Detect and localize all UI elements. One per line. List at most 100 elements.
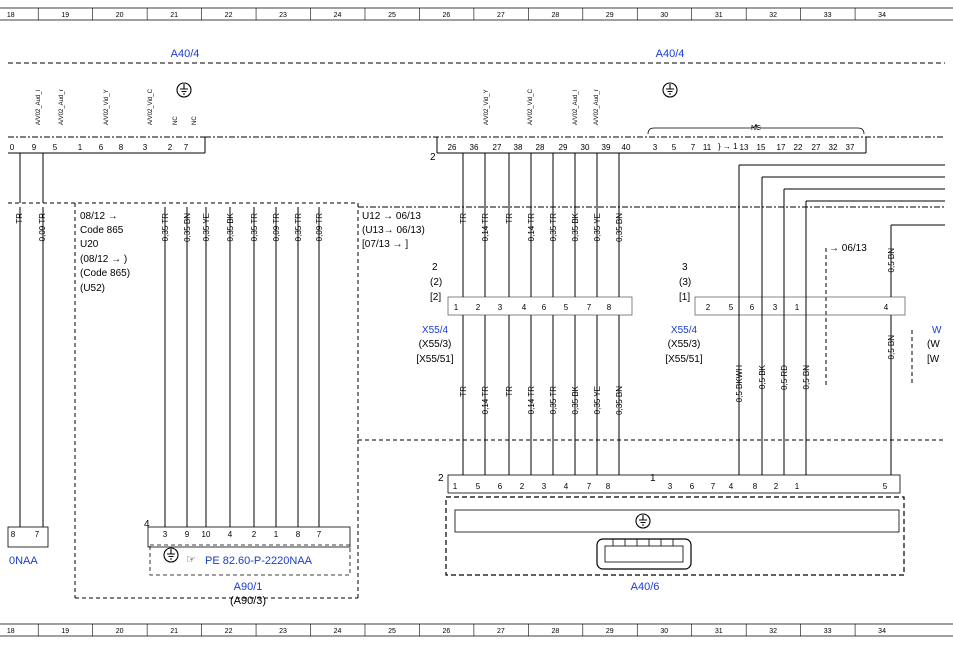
ruler-column-26: 26 [443, 12, 451, 19]
pin-number: 8 [11, 530, 16, 539]
svg-text:(W: (W [927, 339, 940, 350]
signal-label: A/V02_Aud_r [59, 89, 65, 125]
ruler-column-19: 19 [61, 628, 69, 635]
pin-number: 13 [740, 143, 749, 152]
wire-label: TR [15, 213, 24, 224]
signal-label: A/V02_Aud_l [573, 90, 579, 125]
display-ticks [612, 539, 674, 546]
signal-label: A/V02_Vid_Y [484, 89, 490, 125]
module-boundaries [8, 62, 945, 599]
ruler-column-34: 34 [878, 628, 886, 635]
pin-number: 7 [184, 143, 189, 152]
wire-label: 0,35 BN [183, 213, 192, 242]
count-top-mid: 2 [430, 152, 436, 163]
pin-number: 5 [672, 143, 677, 152]
wire-label: 0,35 BN [615, 386, 624, 415]
pin-number: 7 [691, 143, 696, 152]
pin-number: 1 [795, 482, 800, 491]
ruler-column-29: 29 [606, 628, 614, 635]
ruler-column-22: 22 [225, 628, 233, 635]
module-label-a406: A40/6 [631, 581, 660, 593]
wire-label: 0,35 BN [615, 213, 624, 242]
module-label-a90-alt: (A90/3) [230, 595, 266, 607]
module-label-left: A40/4 [171, 48, 200, 60]
wire-label: 0,35 YE [202, 213, 211, 241]
pin-number: 1 [274, 530, 279, 539]
pin-number: 6 [690, 482, 695, 491]
pin-number: 3 [143, 143, 148, 152]
wire-label: TR [505, 213, 514, 224]
ruler-column-22: 22 [225, 12, 233, 19]
ground-symbol-a406 [635, 513, 651, 529]
pin-number: 28 [536, 143, 545, 152]
count-x55r-a: 3 [682, 262, 688, 273]
wire-label: 0,35 TR [294, 213, 303, 242]
pin-number: 1 [78, 143, 83, 152]
connector-frames [7, 296, 906, 576]
pin-number: 2 [774, 482, 779, 491]
ruler-column-28: 28 [551, 628, 559, 635]
ruler-column-20: 20 [116, 628, 124, 635]
pin-number: 8 [753, 482, 758, 491]
ruler-column-33: 33 [824, 12, 832, 19]
pin-number: 4 [228, 530, 233, 539]
count-x55l-b: (2) [430, 277, 442, 288]
pin-number: 6 [542, 303, 547, 312]
pin-number: 4 [564, 482, 569, 491]
pin-number: 27 [493, 143, 502, 152]
pin-number: 7 [317, 530, 322, 539]
wire-label: 0,35 TR [250, 213, 259, 242]
pin-number: 7 [711, 482, 716, 491]
pin-number: 4 [884, 303, 889, 312]
pin-number: 3 [773, 303, 778, 312]
connector-label-x55-left: X55/4 (X55/3) [X55/51] [416, 325, 453, 365]
wire-label: 0,14 TR [481, 213, 490, 242]
svg-text:(U52): (U52) [80, 283, 105, 294]
pin-number: 26 [448, 143, 457, 152]
pin-number: 1 [453, 482, 458, 491]
svg-text:(X55/3): (X55/3) [419, 339, 452, 350]
book-icon: ☞ [186, 554, 196, 566]
signal-label: A/V02_Aud_l [36, 90, 42, 125]
ruler-column-32: 32 [769, 12, 777, 19]
wire-label: 0,09 TR [272, 213, 281, 242]
svg-text:08/12 →: 08/12 → [80, 211, 118, 222]
pin-number: 5 [53, 143, 58, 152]
pin-number: 40 [622, 143, 631, 152]
pe-reference-link[interactable]: PE 82.60-P-2220NAA [205, 555, 313, 567]
note-mid: U12 → 06/13 (U13→ 06/13) [07/13 → ] [362, 211, 425, 250]
wire-label: 0,14 TR [481, 386, 490, 415]
connector-label-w-cut: W (W [W [927, 325, 942, 365]
wire-label: 0,14 TR [527, 213, 536, 242]
count-a90: 4 [144, 519, 150, 530]
pin-number: 17 [777, 143, 786, 152]
wire-label: 0,14 TR [527, 386, 536, 415]
svg-text:(U13→ 06/13): (U13→ 06/13) [362, 225, 425, 236]
svg-text:U12 → 06/13: U12 → 06/13 [362, 211, 421, 222]
pin-number: 15 [757, 143, 766, 152]
pin-number: 10 [202, 530, 211, 539]
ruler-column-18: 18 [7, 628, 15, 635]
pin-number: 8 [119, 143, 124, 152]
ruler-column-23: 23 [279, 12, 287, 19]
ruler-column-31: 31 [715, 12, 723, 19]
ruler-column-27: 27 [497, 12, 505, 19]
pin-number: 8 [296, 530, 301, 539]
wire-label: TR [459, 386, 468, 397]
count-x55l-a: 2 [432, 262, 438, 273]
pin-number: 29 [559, 143, 568, 152]
pe-reference-cut[interactable]: 0NAA [9, 555, 38, 567]
ruler-column-30: 30 [660, 628, 668, 635]
wire-label: 0,09 TR [315, 213, 324, 242]
wire-label: 0,35 TR [549, 386, 558, 415]
pin-number: 39 [602, 143, 611, 152]
note-left: 08/12 → Code 865 U20 (08/12 → ) (Code 86… [80, 211, 130, 294]
svg-text:(Code 865): (Code 865) [80, 268, 130, 279]
ruler-column-24: 24 [334, 12, 342, 19]
pin-number: 5 [729, 303, 734, 312]
